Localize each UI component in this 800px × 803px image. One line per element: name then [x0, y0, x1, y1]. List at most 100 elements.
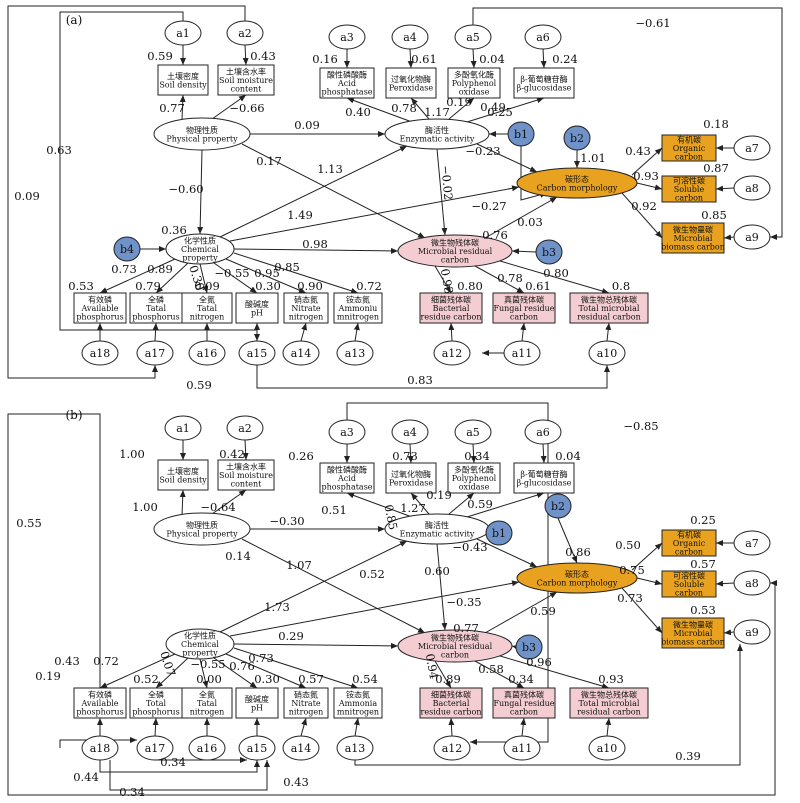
panel-a-coef-phys-mrc: 0.17 — [256, 154, 282, 168]
panel-b-path-chem-tn — [199, 658, 209, 689]
panel-b-coef-enz-acp: 0.51 — [321, 503, 347, 517]
panel-b-coef-mrc-frc: 0.58 — [478, 662, 504, 676]
panel-b-disturbance-b1-label: b1 — [492, 527, 506, 540]
panel-b-error-arrow — [152, 717, 159, 737]
panel-b-r2-tp: 0.52 — [133, 672, 159, 686]
panel-a-path-enz-acp — [346, 97, 413, 123]
panel-a-error-a7-label: a7 — [745, 142, 759, 155]
panel-b-indicator-tn-text: 全氮 — [199, 690, 215, 700]
panel-a-path-enz-ppo — [448, 97, 475, 120]
panel-a-error-a3-label: a3 — [340, 31, 354, 44]
panel-b-error-a2-label: a2 — [238, 422, 252, 435]
panel-a-indicator-oc-text: 有机碳 — [677, 135, 701, 145]
panel-b-coef-b1-carb: 0.59 — [530, 604, 556, 618]
panel-a-indicator-bg-text: β-glucosidase — [517, 83, 572, 92]
panel-b-indicator-brc-text: residue carbon — [421, 708, 482, 717]
panel-b-indicator-bg-text: β-glucosidase — [517, 478, 572, 487]
panel-a-error-a1 — [164, 20, 202, 46]
panel-a-indicator-smc-text: Soil moisture — [219, 76, 273, 85]
panel-b-cov-a18-a15: 0.44 — [73, 770, 99, 784]
panel-b-indicator-sd-text: Soil density — [159, 475, 207, 484]
panel-b-r2-tmrc: 0.93 — [598, 672, 624, 686]
panel-a-disturbance-b1 — [507, 121, 535, 147]
node-shapes — [73, 20, 771, 761]
panel-a-error-a8-label: a8 — [745, 182, 759, 195]
panel-b-indicator-mbc-text: biomass carbon — [661, 638, 725, 647]
panel-a-error-arrow — [540, 48, 547, 69]
panel-b-disturbance-b1 — [485, 520, 513, 546]
panel-b-indicator-acp — [319, 462, 375, 494]
panel-a-coef-enz-bg: 0.49 — [480, 100, 506, 114]
panel-a-coef-b1-carb: 0.03 — [517, 215, 543, 229]
panel-b-indicator-an-text: 铵态氮 — [346, 690, 370, 700]
panel-b-error-a1-label: a1 — [176, 422, 190, 435]
panel-a-r2-sc: 0.87 — [703, 161, 729, 175]
panel-b-cov-a18-a9b: 0.43 — [283, 775, 309, 789]
panel-a-indicator-nn-text: nitrogen — [289, 313, 324, 322]
panel-a-coef-chem-ap: 0.73 — [111, 262, 137, 276]
panel-a-error-a14 — [282, 340, 320, 366]
panel-a-path-chem-tp — [155, 262, 189, 294]
panel-a-coef-enz-ppo: 1.17 — [424, 105, 450, 119]
panel-a-latent-phys — [153, 117, 251, 151]
panel-a-latent-r2-chem: 0.36 — [161, 223, 187, 237]
panel-a-error-a13 — [336, 340, 374, 366]
panel-a-indicator-tn-text: Tatal — [197, 304, 217, 313]
panel-b-path-enz-acp — [346, 492, 413, 518]
panel-b-coef-enz-ppo_b: 0.19 — [426, 488, 452, 502]
panel-b-latent-chem-text: 化学性质 — [184, 631, 216, 641]
panel-a-disturbance-arrow — [511, 248, 537, 255]
connector-lines — [7, 5, 783, 796]
panel-b-path-chem-ph — [213, 657, 258, 689]
panel-a-indicator-sd-text: Soil density — [159, 80, 207, 89]
panel-a-r2-per: 0.61 — [411, 52, 437, 66]
panel-a-cov-a2-a15: 0.09 — [14, 189, 40, 203]
panel-a-disturbance-b4 — [113, 236, 141, 262]
panel-b-indicator-brc-text: Bacterial — [433, 699, 470, 708]
panel-a-indicator-ph-text: pH — [251, 308, 263, 317]
panel-b-indicator-per — [385, 462, 437, 494]
panel-a-r2-acp: 0.16 — [312, 52, 338, 66]
panel-b-r2-frc: 0.34 — [508, 672, 534, 686]
panel-b-indicator-ap-text: Available — [80, 699, 118, 708]
panel-b-coef-enz-carb: −0.43 — [452, 540, 487, 554]
panel-b-error-arrow — [723, 629, 735, 636]
panel-a-coef-chem-an: 0.85 — [274, 260, 300, 274]
panel-a-indicator-tn-text: nitrogen — [190, 313, 225, 322]
panel-a-indicator-ap-text: 有效磷 — [88, 295, 112, 305]
panel-a-indicator-nn-text: 硝态氮 — [294, 295, 318, 305]
panel-b-error-a9 — [733, 619, 771, 645]
panel-a-error-a12-label: a12 — [442, 347, 463, 360]
panel-b-indicator-tp-text: 全磷 — [148, 690, 164, 700]
panel-a-path-phys-mrc — [241, 143, 426, 239]
panel-a-path-chem-ph — [213, 262, 258, 294]
panel-a-indicator-oc-text: carbon — [675, 153, 703, 162]
panel-a-indicator-frc-text: Fungal residue — [493, 304, 554, 313]
panel-b-error-arrow — [407, 443, 414, 464]
panel-b-error-a2 — [226, 415, 264, 441]
panel-b-indicator-ap-text: phosphorus — [76, 708, 123, 717]
panel-b-indicator-sc-text: carbon — [675, 589, 703, 598]
panel-a-indicator-ppo-text: Polyphenol — [452, 79, 497, 88]
panel-b-indicator-per-text: Peroxidase — [389, 478, 433, 487]
panel-b-latent-carb-text: 碳形态 — [565, 569, 589, 579]
panel-b-indicator-an — [333, 687, 383, 719]
panel-b-path-chem-mrc — [233, 642, 399, 649]
panel-a-latent-enz-text: 酶活性 — [425, 125, 449, 135]
panel-b-indicator-per-text: 过氧化物酶 — [391, 469, 431, 479]
panel-b-indicator-bg-text: β-葡萄糖苷酶 — [520, 469, 567, 479]
panel-b-error-a17 — [136, 735, 174, 761]
panel-a-r2-nn: 0.90 — [297, 279, 323, 293]
panel-a-coef-phys-smc: −0.66 — [229, 101, 264, 115]
panel-a-coef-enz-mrc: −0.02 — [438, 164, 455, 200]
panel-b-path-chem-carb — [229, 580, 520, 637]
panel-b-indicator-ppo-text: 多酚氧化酶 — [454, 465, 494, 475]
panel-b-error-a14-label: a14 — [291, 742, 312, 755]
panel-b-disturbance-b2-label: b2 — [551, 500, 565, 513]
panel-a-indicator-mbc-text: Microbial — [674, 234, 713, 243]
panel-a-path-chem-enz — [219, 145, 408, 238]
panel-b-r2-acp: 0.26 — [288, 449, 314, 463]
panel-b-latent-phys-text: Physical property — [166, 529, 238, 538]
panel-b-r2-brc: 0.89 — [435, 672, 461, 686]
